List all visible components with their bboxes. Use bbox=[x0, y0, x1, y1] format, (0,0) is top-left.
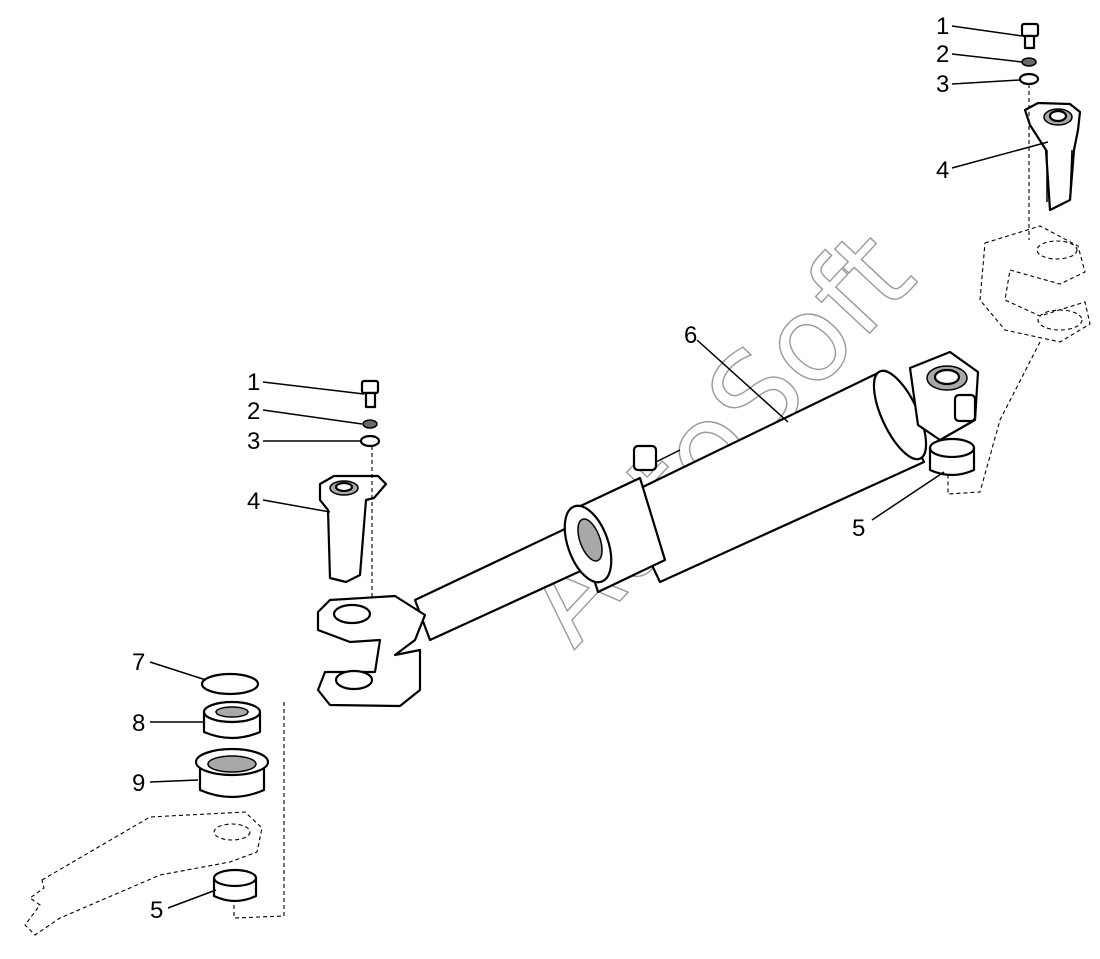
callout-lower-9: 9 bbox=[132, 770, 145, 797]
left-washer bbox=[362, 419, 378, 429]
snap-ring bbox=[200, 672, 260, 696]
callout-right-1: 1 bbox=[936, 13, 949, 40]
callout-left-1: 1 bbox=[247, 369, 260, 396]
callout-right-3: 3 bbox=[936, 71, 949, 98]
flanged-bushing bbox=[194, 747, 270, 799]
callout-lower-8: 8 bbox=[132, 710, 145, 737]
right-bushing bbox=[928, 437, 976, 477]
lower-bushing bbox=[212, 868, 258, 903]
callout-left-2: 2 bbox=[247, 398, 260, 425]
right-bolt bbox=[1020, 22, 1040, 50]
hydraulic-cylinder bbox=[413, 350, 980, 642]
callout-lower-5: 5 bbox=[150, 897, 163, 924]
left-bolt bbox=[360, 379, 380, 409]
rod-clevis bbox=[316, 594, 427, 708]
right-pin bbox=[1023, 101, 1082, 212]
callout-lower-7: 7 bbox=[132, 649, 145, 676]
right-washer bbox=[1021, 57, 1037, 67]
upper-right-bracket-outline bbox=[947, 225, 1091, 495]
leader-lines bbox=[149, 25, 1049, 909]
left-lock-washer bbox=[359, 434, 381, 448]
callout-left-3: 3 bbox=[247, 428, 260, 455]
callout-left-4: 4 bbox=[247, 488, 260, 515]
right-lock-washer bbox=[1018, 72, 1040, 86]
callout-right-4: 4 bbox=[936, 157, 949, 184]
callout-right-5: 5 bbox=[852, 515, 865, 542]
spherical-bearing bbox=[202, 700, 262, 740]
callout-center-6: 6 bbox=[684, 322, 697, 349]
left-pin bbox=[318, 474, 388, 584]
callout-labels: 1 2 3 4 5 6 1 2 3 4 7 8 9 5 bbox=[132, 13, 949, 924]
lower-left-arm-outline bbox=[24, 702, 285, 936]
callout-right-2: 2 bbox=[936, 41, 949, 68]
